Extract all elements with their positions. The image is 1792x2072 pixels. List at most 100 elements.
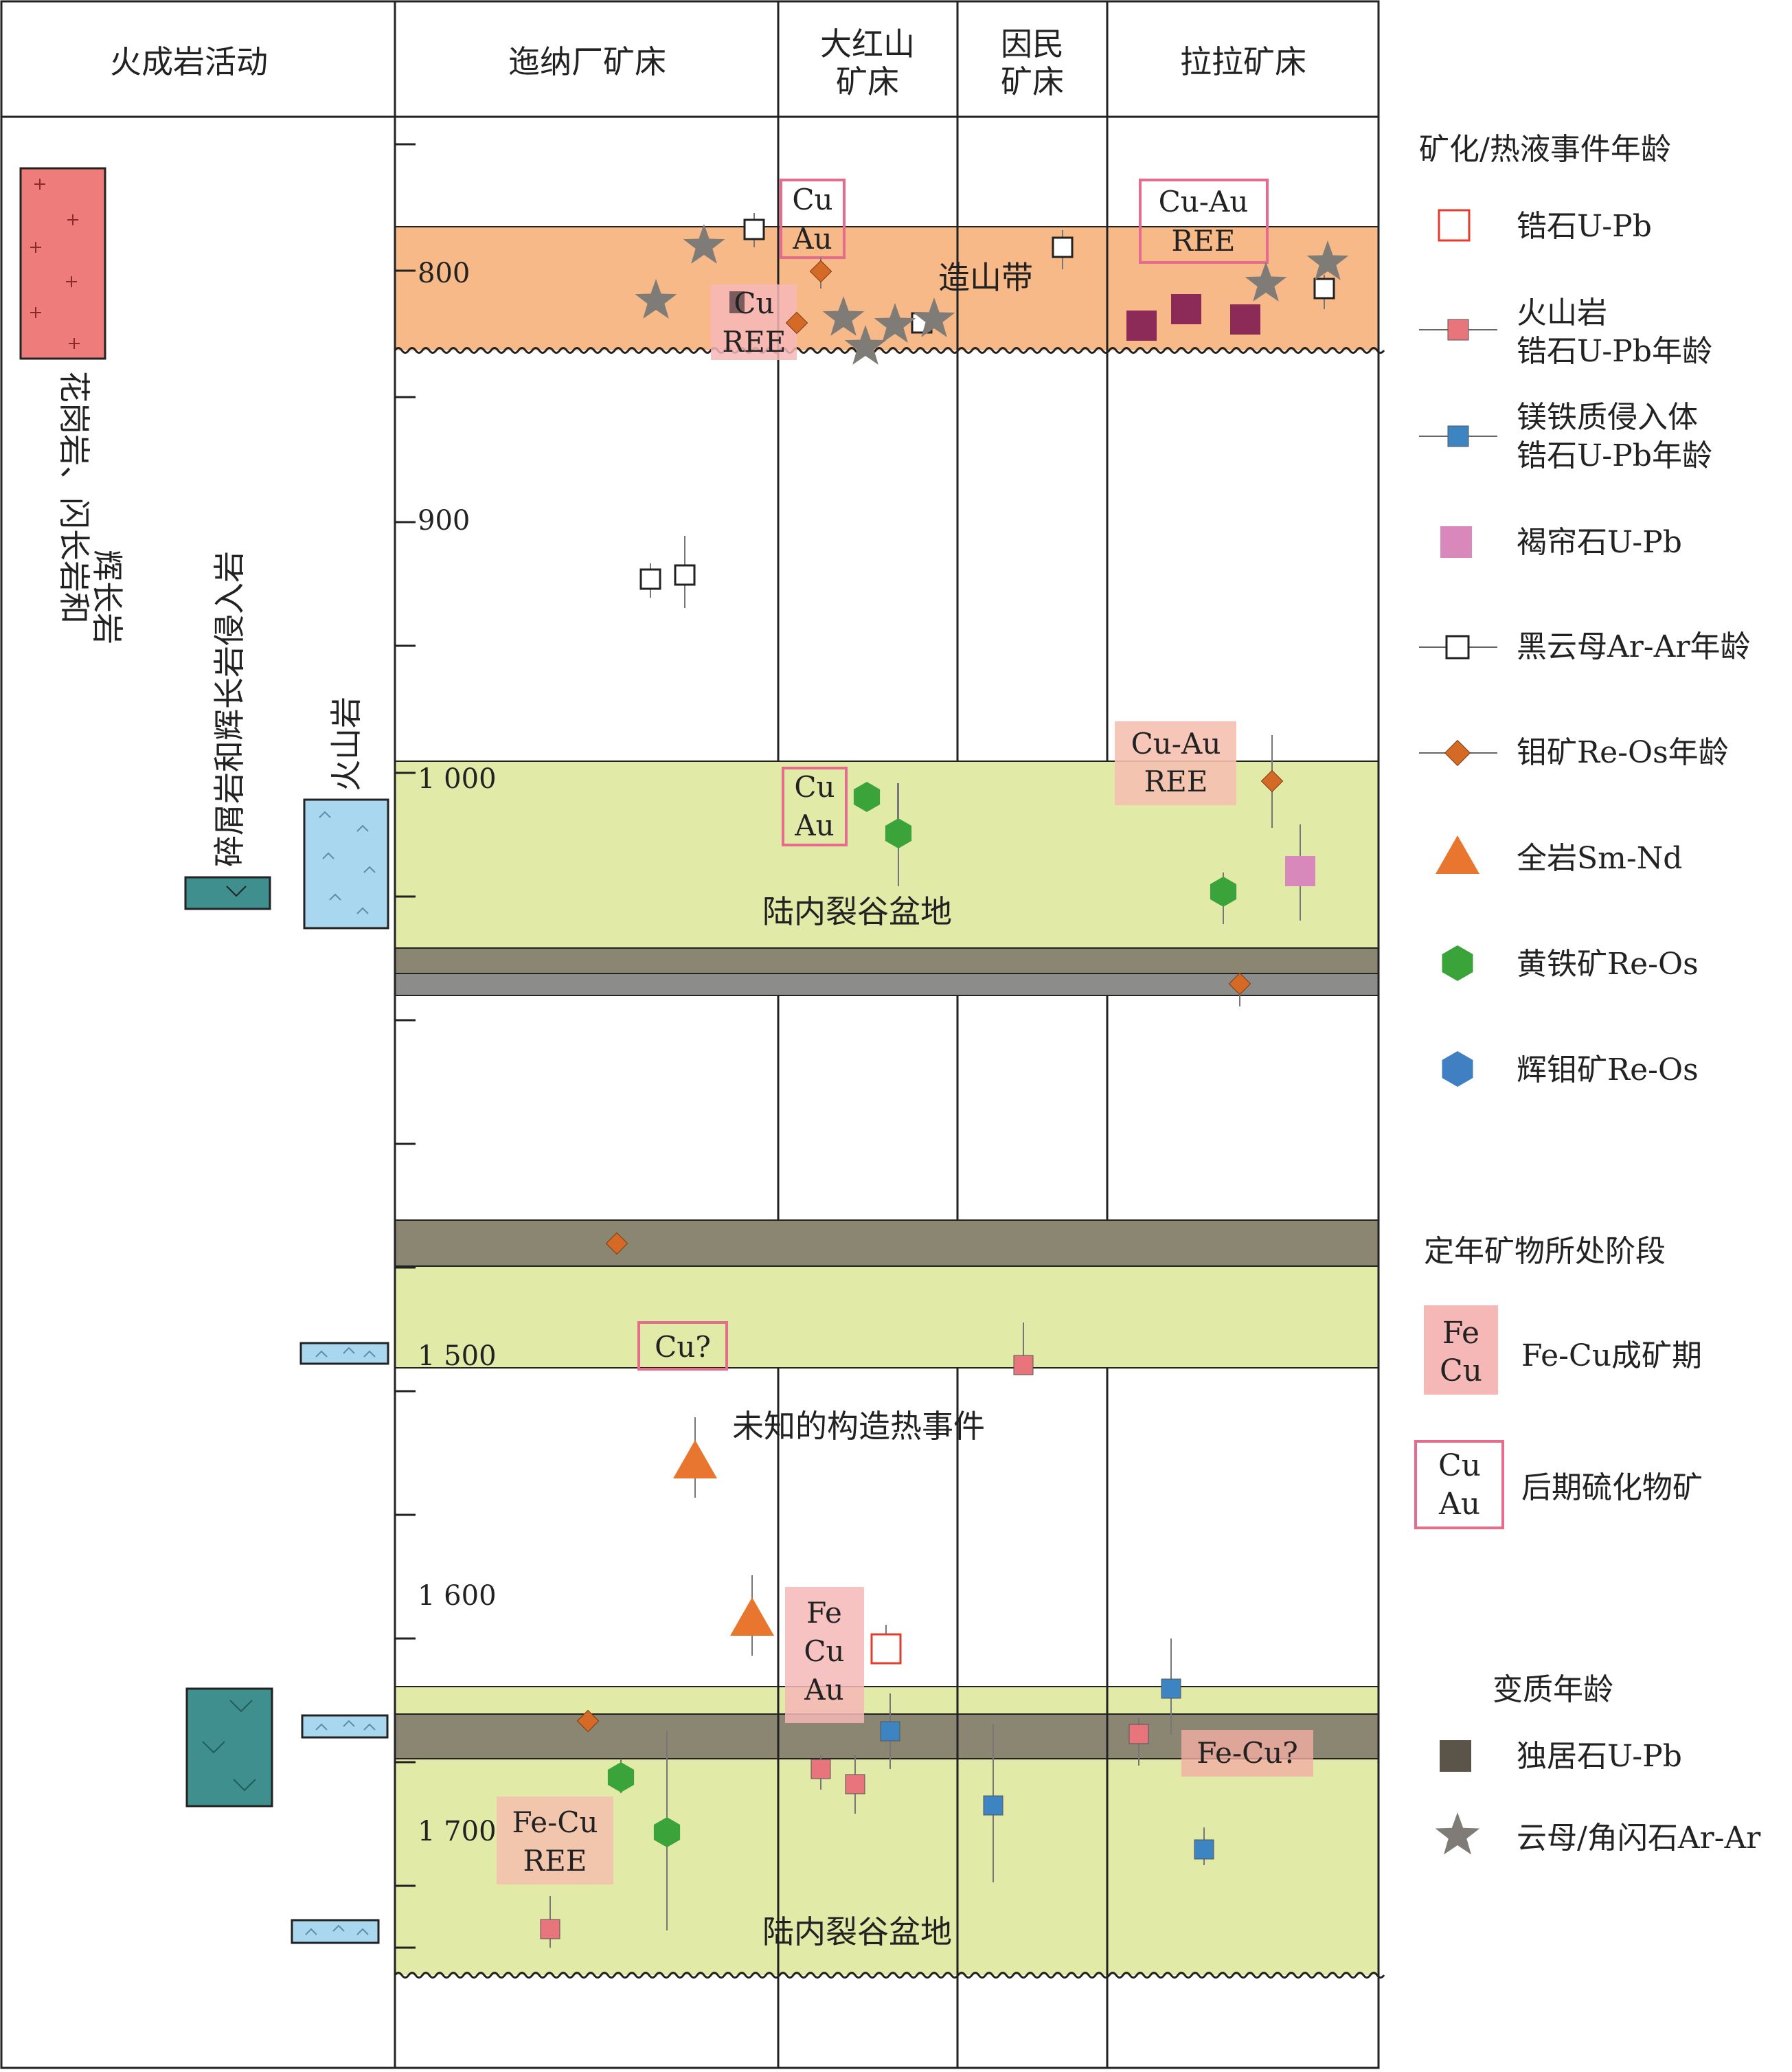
legend-mafic-symbol — [1447, 425, 1469, 447]
legend: 矿化/热液事件年龄 锆石U-Pb 火山岩 锆石U-Pb年龄 镁铁质侵入体 锆石U… — [1414, 132, 1761, 1856]
mica-ar-ar-point — [874, 303, 916, 343]
legend-volcanic-label-2: 锆石U-Pb年龄 — [1517, 334, 1712, 369]
maroon-square-point — [1126, 311, 1157, 341]
volcanic-pattern — [305, 1347, 376, 1935]
volcanic-zircon-point — [540, 1919, 560, 1939]
legend-zircon-symbol — [1438, 209, 1471, 242]
maroon-square-point — [1230, 304, 1260, 335]
stage-boxes: Cu Au Cu-Au REE Cu Au Cu? Cu REE Cu-Au R… — [497, 179, 1313, 1884]
legend-allanite-symbol — [1440, 526, 1472, 558]
pyrite-re-os-point — [853, 782, 881, 812]
axis-tick-label: 1 500 — [418, 1340, 497, 1372]
frame — [0, 0, 1380, 2069]
mafic-zircon-point — [1194, 1839, 1214, 1860]
mica-ar-ar-point — [1245, 262, 1287, 302]
header-igneous: 火成岩活动 — [110, 43, 268, 80]
biotite-ar-ar-point — [639, 568, 661, 590]
pyrite-re-os-point — [607, 1762, 635, 1792]
unknown-event-label: 未知的构造热事件 — [732, 1408, 985, 1445]
box-fe-cu-ree-1: Fe-Cu — [512, 1805, 598, 1839]
box-cu-ree-top-inner — [729, 291, 745, 313]
legend-fe-cu-box — [1424, 1305, 1498, 1395]
legend-whole-rock-label: 全岩Sm-Nd — [1517, 841, 1682, 876]
volcanic-label: 火山岩 — [328, 697, 365, 791]
granite-pattern — [30, 179, 80, 349]
biotite-ar-ar-point — [1313, 278, 1335, 300]
breccia-pattern — [226, 886, 247, 897]
volcanic-zircon-point — [845, 1774, 865, 1794]
legend-allanite-label: 褐帘石U-Pb — [1517, 525, 1682, 560]
legend-monazite-symbol — [1440, 1740, 1471, 1772]
biotite-ar-ar-point — [743, 218, 765, 240]
legend-fe-cu-stage: Fe-Cu成矿期 — [1521, 1338, 1702, 1373]
box-cu-au-top-1: Cu — [792, 183, 832, 216]
molybdenite-re-os-point — [576, 1709, 600, 1733]
legend-pyrite-symbol — [1442, 945, 1473, 981]
axis-tick-label: 900 — [418, 505, 470, 537]
header: 火成岩活动 迤纳厂矿床 大红山 矿床 因民 矿床 拉拉矿床 — [110, 25, 1306, 100]
mica-ar-ar-point — [635, 279, 677, 319]
legend-biotite-label: 黑云母Ar-Ar年龄 — [1517, 629, 1750, 664]
allanite-u-pb-point — [1285, 856, 1315, 886]
biotite-ar-ar-point — [1052, 236, 1074, 258]
volcanic-pattern — [319, 811, 376, 914]
grey-band-1380 — [394, 947, 1379, 974]
volcanic-zircon-point — [1128, 1724, 1149, 1744]
biotite-ar-ar-point — [674, 564, 696, 586]
box-fe-cu-au-2: Cu — [804, 1634, 844, 1668]
box-cu-au-ree-top-2: REE — [1172, 224, 1236, 258]
molybdenite-re-os-point — [605, 1232, 628, 1255]
legend-fe-cu-box-1: Fe — [1442, 1316, 1479, 1351]
box-cu-au-ree-1000-2: REE — [1144, 765, 1208, 798]
mafic-zircon-point — [983, 1795, 1003, 1816]
legend-monazite-label: 独居石U-Pb — [1517, 1739, 1682, 1774]
pyrite-re-os-point — [1210, 877, 1237, 907]
unconformity-wave — [394, 1972, 1385, 1979]
legend-cu-au-box-1: Cu — [1438, 1448, 1481, 1483]
rift-label-upper: 陆内裂谷盆地 — [762, 893, 952, 930]
mica-ar-ar-point — [1306, 240, 1349, 280]
header-yinmin-1: 因民 — [1001, 25, 1064, 63]
legend-volcanic-label-1: 火山岩 — [1517, 295, 1607, 330]
axis-tick-label: 1 600 — [418, 1580, 497, 1612]
header-dahongshan-1: 大红山 — [820, 25, 915, 63]
legend-pyrite-label: 黄铁矿Re-Os — [1517, 947, 1699, 982]
box-cu-au-1000-2: Au — [794, 809, 834, 842]
legend-sulfide-stage: 后期硫化物矿 — [1521, 1470, 1703, 1505]
box-cu-ree-top-2: REE — [723, 325, 786, 359]
header-lala: 拉拉矿床 — [1180, 43, 1306, 80]
box-cu-ree-top — [711, 284, 797, 360]
box-fe-cu-q — [1181, 1730, 1313, 1777]
box-cu-q — [637, 1321, 728, 1371]
box-cu-q-text: Cu? — [655, 1330, 711, 1364]
granite-label-2: 辉长岩 — [89, 550, 126, 644]
volcanic-zircon-point — [810, 1759, 831, 1779]
box-fe-cu-ree — [497, 1797, 613, 1884]
whole-rock-sm-nd-point — [673, 1440, 717, 1478]
rift-label-lower: 陆内裂谷盆地 — [762, 1913, 952, 1950]
mica-ar-ar-point — [822, 296, 865, 336]
legend-fe-cu-box-2: Cu — [1440, 1353, 1482, 1388]
breccia-label: 碎屑岩和辉长岩侵入岩 — [211, 551, 248, 867]
mica-ar-ar-point — [913, 297, 955, 337]
box-fe-cu-au-1: Fe — [806, 1596, 842, 1630]
legend-whole-rock-symbol — [1436, 835, 1479, 874]
frame-outline — [0, 0, 1380, 2069]
granite-block — [19, 167, 106, 360]
zircon-u-pb-point — [870, 1633, 902, 1665]
legend-molybdenite2-symbol — [1442, 1051, 1473, 1087]
unconformity-wave — [394, 347, 1385, 354]
legend-molybdenite-label: 钼矿Re-Os年龄 — [1517, 735, 1729, 770]
legend-title-stages: 定年矿物所处阶段 — [1424, 1234, 1666, 1269]
header-dahongshan-2: 矿床 — [836, 63, 899, 100]
box-cu-au-ree-1000-1: Cu-Au — [1131, 727, 1221, 761]
mafic-zircon-point — [880, 1721, 900, 1742]
volcanic-block-1500 — [299, 1342, 389, 1365]
mafic-zircon-point — [1161, 1678, 1181, 1699]
axis-tick-label: 800 — [418, 258, 470, 289]
grey-band-1776 — [394, 1219, 1379, 1267]
pyrite-re-os-point — [885, 818, 912, 848]
box-cu-au-ree-top — [1139, 179, 1269, 264]
pyrite-re-os-point — [653, 1817, 681, 1847]
